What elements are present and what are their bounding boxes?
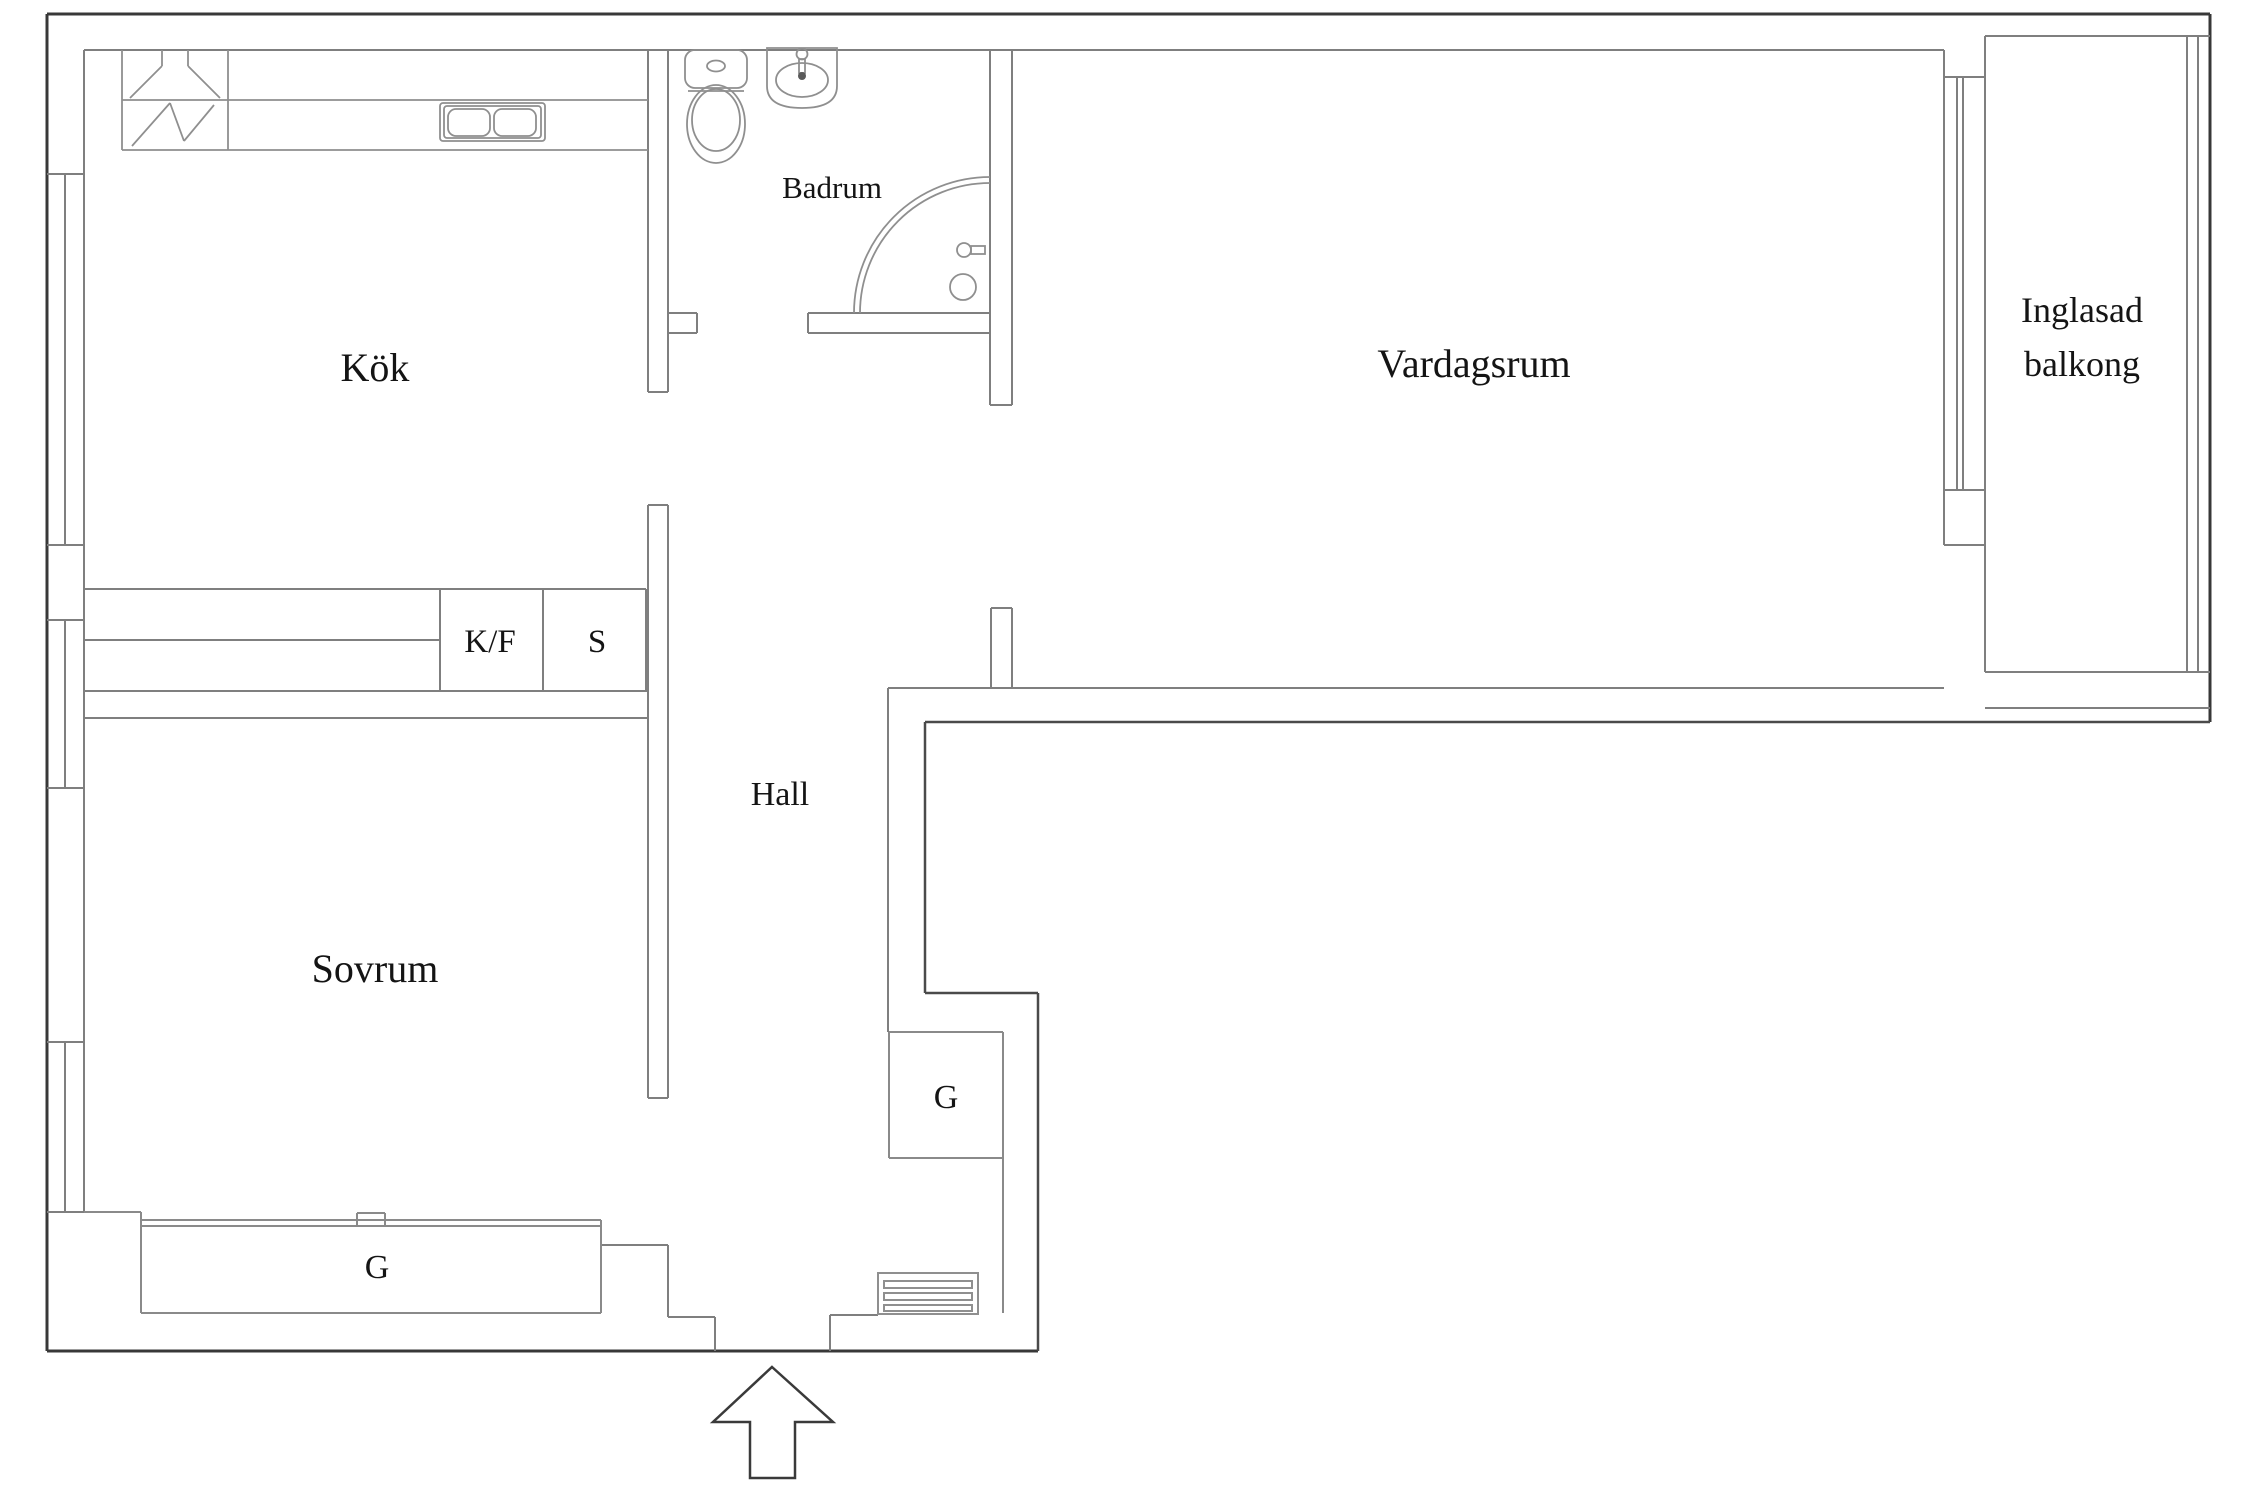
hall-closet — [888, 1031, 1004, 1313]
kitchen-lower-counter — [84, 588, 648, 692]
room-label-balkong-line1: Inglasad — [2021, 290, 2143, 330]
label-s: S — [588, 624, 606, 660]
wall-vardagsrum-balcony — [1943, 36, 1986, 672]
window-sovrum-lower — [47, 1041, 84, 1213]
label-g-hall: G — [934, 1079, 959, 1116]
wall-bathroom-right — [989, 50, 1013, 406]
wall-hall-sovrum — [647, 504, 669, 1099]
entrance-arrow-icon — [709, 1365, 837, 1480]
wall-hall-vardagsrum-stub — [990, 607, 1013, 688]
room-label-kok: Kök — [341, 345, 410, 390]
kitchen-counter — [121, 50, 648, 151]
room-label-sovrum: Sovrum — [312, 946, 439, 991]
toilet-icon — [684, 49, 748, 164]
wall-entry — [829, 1314, 878, 1351]
room-label-hall: Hall — [751, 776, 810, 813]
balcony-walls — [1985, 35, 2210, 709]
room-label-vardagsrum: Vardagsrum — [1377, 341, 1570, 386]
shower-icon — [853, 176, 991, 314]
wall-kitchen-bathroom — [647, 50, 698, 393]
wall-sovrum-door-stub — [600, 1244, 716, 1351]
vent-icon — [877, 1272, 979, 1315]
outer-boundary-bottom-right — [923, 720, 2210, 1351]
room-label-balkong-line2: balkong — [2024, 344, 2140, 384]
outer-boundary — [45, 12, 2212, 1353]
room-label-badrum: Badrum — [782, 170, 882, 205]
stove-hood-icon — [129, 50, 221, 147]
window-sovrum-upper — [47, 619, 84, 789]
kitchen-sink-icon — [439, 102, 546, 142]
washbasin-icon — [766, 47, 838, 109]
wall-bathroom-bottom — [807, 312, 990, 334]
label-kf: K/F — [464, 624, 515, 660]
window-kitchen-left — [47, 173, 84, 546]
label-g-sovrum: G — [365, 1249, 390, 1286]
sovrum-wardrobe — [84, 1211, 602, 1314]
